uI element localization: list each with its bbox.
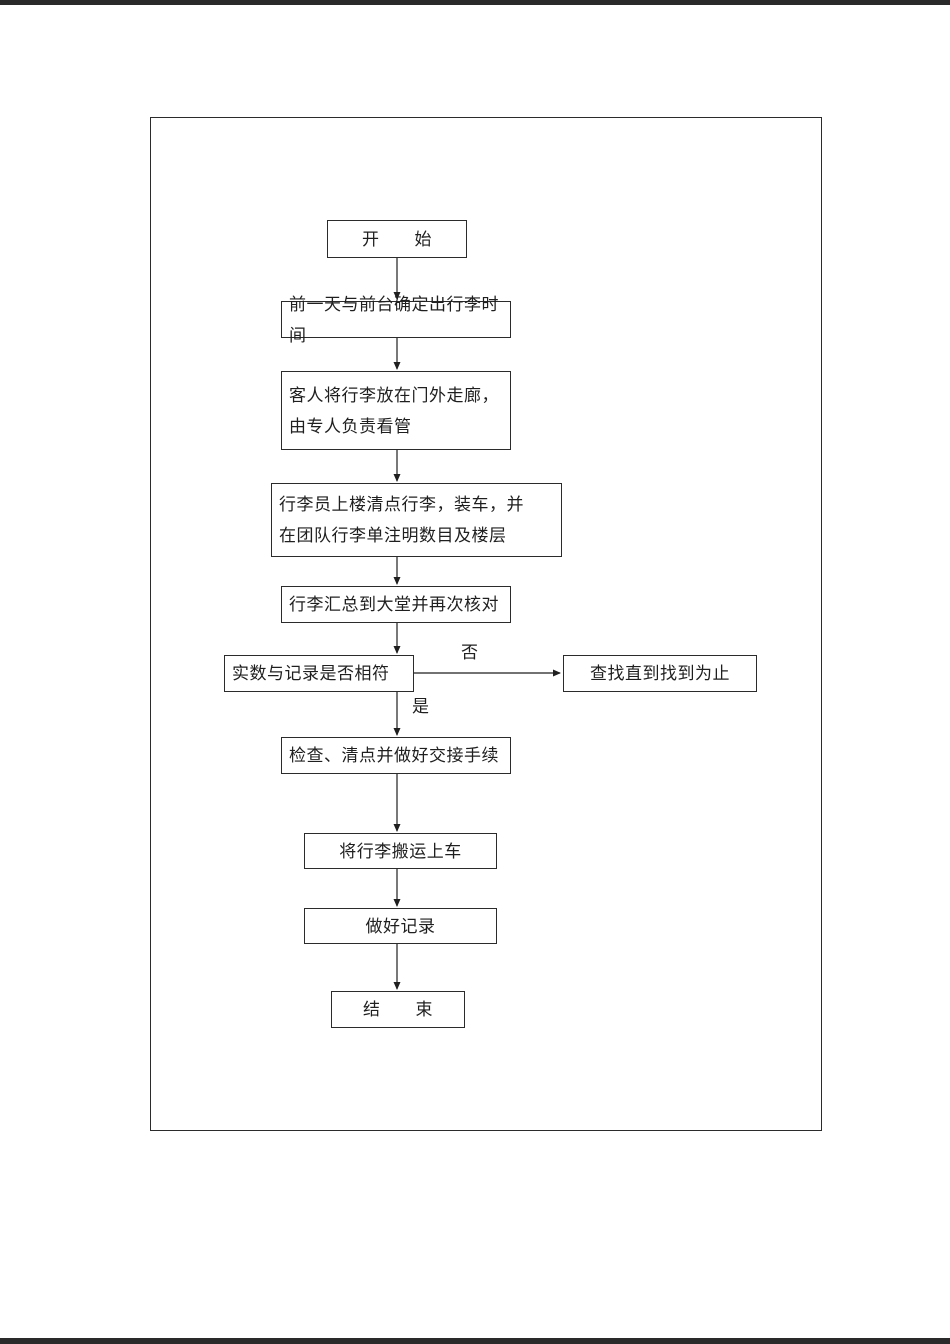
flow-node-load-vehicle: 将行李搬运上车	[304, 833, 497, 869]
flow-node-gather-lobby: 行李汇总到大堂并再次核对	[281, 586, 511, 623]
flow-node-search-until-found: 查找直到找到为止	[563, 655, 757, 692]
scan-edge-bottom	[0, 1338, 950, 1344]
flow-node-start: 开 始	[327, 220, 467, 258]
page-border-frame	[150, 117, 822, 1131]
branch-label-no: 否	[461, 643, 478, 662]
scan-edge-top	[0, 0, 950, 5]
branch-label-yes: 是	[412, 697, 429, 716]
flow-node-guest-luggage: 客人将行李放在门外走廊， 由专人负责看管	[281, 371, 511, 450]
flow-node-bellman-collect: 行李员上楼清点行李，装车，并 在团队行李单注明数目及楼层	[271, 483, 562, 557]
flow-node-decision-match: 实数与记录是否相符	[224, 655, 414, 692]
flow-node-handover: 检查、清点并做好交接手续	[281, 737, 511, 774]
flow-node-confirm-time: 前一天与前台确定出行李时间	[281, 295, 511, 345]
flow-node-end: 结 束	[331, 991, 465, 1028]
flow-node-make-record: 做好记录	[304, 908, 497, 944]
